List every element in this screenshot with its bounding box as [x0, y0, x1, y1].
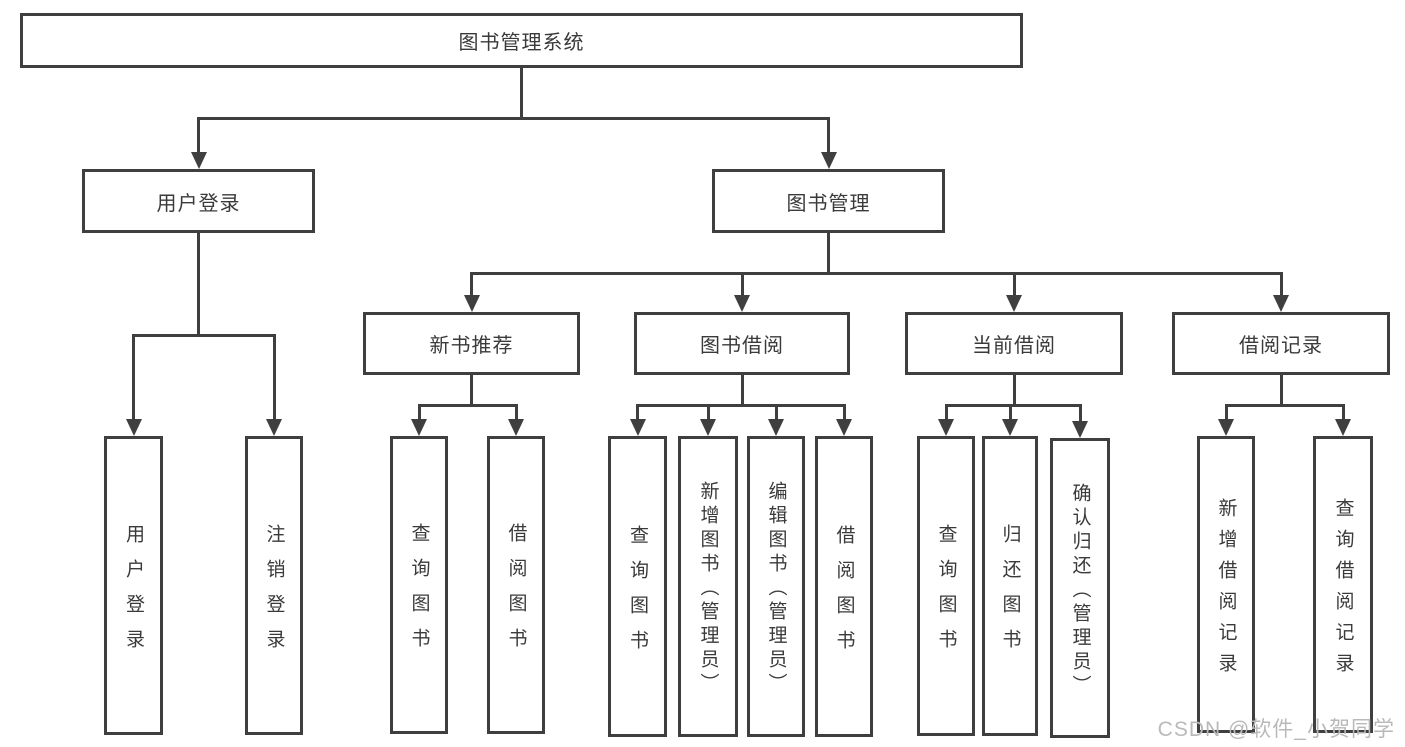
- node-leaf-return-book: 归还图书: [982, 436, 1038, 736]
- arrowhead-leaf-add-borrow-record: [1218, 419, 1234, 436]
- node-leaf-add-borrow-record: 新增借阅记录: [1197, 436, 1255, 733]
- arrowhead-borrow-records: [1273, 295, 1289, 312]
- connector-stem-borrow-records: [1279, 375, 1283, 407]
- node-user-login: 用户登录: [82, 169, 315, 233]
- node-label-leaf-add-book-admin: 新增图书（管理员）: [697, 481, 719, 697]
- node-label-leaf-confirm-return-admin: 确认归还（管理员）: [1069, 482, 1091, 699]
- connector-drop-leaf-add-book-admin: [706, 405, 710, 421]
- connector-drop-leaf-return-book: [1008, 405, 1012, 421]
- node-label-leaf-logout: 注销登录: [263, 523, 285, 664]
- node-label-leaf-query-book-borrow: 查询图书: [627, 524, 648, 665]
- connector-stem-root: [520, 68, 523, 120]
- arrowhead-leaf-borrow-book-rec: [508, 419, 524, 436]
- connector-drop-leaf-query-book-current: [944, 405, 948, 421]
- arrowhead-new-book-rec: [463, 295, 480, 312]
- node-book-borrow: 图书借阅: [634, 312, 850, 375]
- node-leaf-user-login: 用户登录: [104, 436, 163, 735]
- connector-branch-borrow-records: [1224, 403, 1345, 407]
- node-leaf-query-book-borrow: 查询图书: [608, 436, 667, 737]
- node-label-leaf-query-borrow-record: 查询借阅记录: [1332, 497, 1354, 684]
- arrowhead-leaf-confirm-return-admin: [1072, 421, 1088, 438]
- connector-stem-current-borrow: [1012, 375, 1016, 407]
- connector-drop-leaf-borrow-book-borrow: [842, 405, 846, 421]
- node-label-leaf-borrow-book-rec: 借阅图书: [505, 523, 527, 663]
- connector-branch-root: [197, 116, 830, 120]
- connector-stem-book-borrow: [740, 375, 744, 407]
- connector-drop-current-borrow: [1012, 273, 1016, 297]
- arrowhead-leaf-return-book: [1002, 419, 1018, 436]
- node-borrow-records: 借阅记录: [1172, 312, 1390, 375]
- node-leaf-query-borrow-record: 查询借阅记录: [1313, 436, 1373, 733]
- node-current-borrow: 当前借阅: [905, 312, 1123, 375]
- connector-stem-new-book-rec: [470, 375, 473, 407]
- connector-drop-borrow-records: [1279, 273, 1283, 297]
- connector-branch-new-book-rec: [417, 403, 518, 407]
- node-label-leaf-query-book-current: 查询图书: [935, 524, 957, 664]
- node-label-leaf-add-borrow-record: 新增借阅记录: [1215, 497, 1237, 684]
- connector-branch-book-mgmt: [470, 271, 1283, 275]
- connector-drop-user-login: [197, 118, 200, 154]
- node-label-book-borrow: 图书借阅: [700, 335, 784, 357]
- node-root: 图书管理系统: [20, 13, 1023, 68]
- connector-drop-leaf-user-login: [132, 335, 135, 421]
- connector-stem-book-mgmt: [827, 233, 830, 275]
- arrowhead-leaf-query-book-borrow: [629, 419, 646, 436]
- node-label-leaf-edit-book-admin: 编辑图书（管理员）: [765, 481, 787, 697]
- arrowhead-leaf-query-book-rec: [411, 419, 427, 436]
- connector-drop-leaf-add-borrow-record: [1224, 405, 1228, 421]
- node-book-mgmt: 图书管理: [712, 169, 945, 233]
- node-label-user-login: 用户登录: [156, 192, 241, 215]
- node-leaf-borrow-book-borrow: 借阅图书: [815, 436, 873, 737]
- node-leaf-borrow-book-rec: 借阅图书: [487, 436, 545, 734]
- connector-drop-leaf-query-book-rec: [417, 405, 421, 421]
- node-leaf-query-book-rec: 查询图书: [390, 436, 448, 734]
- connector-drop-book-mgmt: [827, 118, 830, 154]
- connector-drop-leaf-query-borrow-record: [1341, 405, 1345, 421]
- connector-branch-current-borrow: [944, 403, 1082, 407]
- connector-branch-user-login: [132, 333, 276, 337]
- arrowhead-leaf-add-book-admin: [700, 419, 716, 436]
- arrowhead-book-borrow: [734, 295, 750, 312]
- connector-drop-leaf-edit-book-admin: [774, 405, 778, 421]
- arrowhead-leaf-borrow-book-borrow: [836, 419, 852, 436]
- connector-drop-leaf-confirm-return-admin: [1078, 405, 1082, 423]
- arrowhead-leaf-query-book-current: [938, 419, 954, 436]
- node-label-current-borrow: 当前借阅: [972, 335, 1056, 357]
- arrowhead-user-login: [190, 152, 207, 169]
- node-label-leaf-return-book: 归还图书: [999, 524, 1021, 664]
- node-leaf-edit-book-admin: 编辑图书（管理员）: [747, 436, 805, 737]
- arrowhead-leaf-user-login: [125, 419, 142, 436]
- node-label-book-mgmt: 图书管理: [786, 192, 871, 215]
- node-leaf-query-book-current: 查询图书: [917, 436, 975, 736]
- node-label-root: 图书管理系统: [458, 32, 585, 54]
- arrowhead-leaf-query-borrow-record: [1335, 419, 1351, 436]
- connector-stem-user-login: [197, 233, 200, 337]
- node-label-new-book-rec: 新书推荐: [429, 335, 514, 357]
- node-leaf-add-book-admin: 新增图书（管理员）: [678, 436, 738, 737]
- node-label-leaf-query-book-rec: 查询图书: [408, 523, 430, 663]
- connector-drop-book-borrow: [740, 273, 744, 297]
- arrowhead-current-borrow: [1006, 295, 1022, 312]
- arrowhead-leaf-edit-book-admin: [768, 419, 784, 436]
- connector-branch-book-borrow: [636, 403, 846, 407]
- connector-drop-leaf-query-book-borrow: [636, 405, 639, 421]
- connector-drop-new-book-rec: [470, 273, 473, 297]
- node-label-leaf-user-login: 用户登录: [123, 523, 144, 664]
- connector-drop-leaf-logout: [272, 335, 276, 421]
- connector-drop-leaf-borrow-book-rec: [514, 405, 518, 421]
- node-new-book-rec: 新书推荐: [363, 312, 580, 375]
- arrowhead-book-mgmt: [820, 152, 837, 169]
- node-leaf-logout: 注销登录: [245, 436, 303, 735]
- node-label-leaf-borrow-book-borrow: 借阅图书: [833, 524, 855, 665]
- node-label-borrow-records: 借阅记录: [1239, 335, 1323, 357]
- arrowhead-leaf-logout: [266, 419, 282, 436]
- node-leaf-confirm-return-admin: 确认归还（管理员）: [1050, 438, 1110, 738]
